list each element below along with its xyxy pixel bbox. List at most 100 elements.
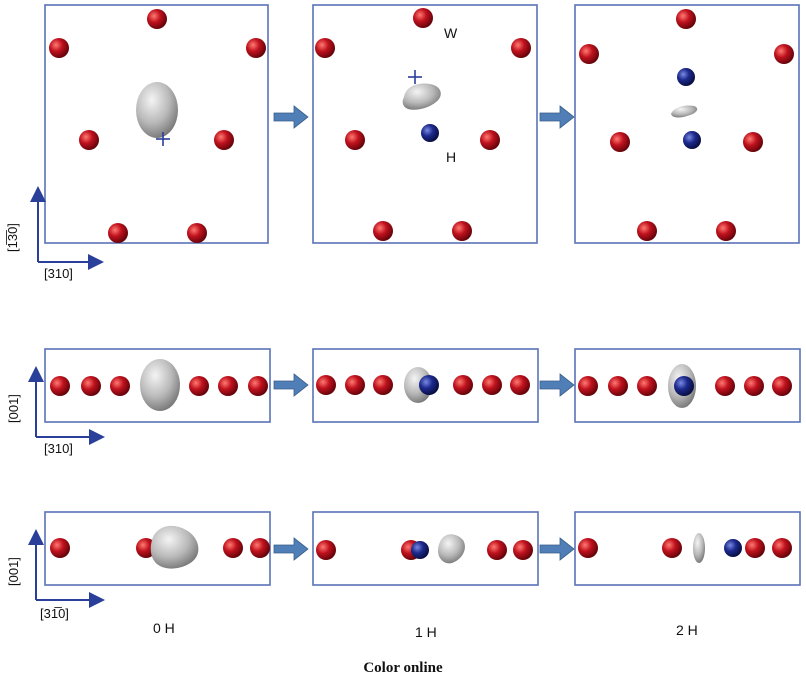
- tungsten-atom: [608, 376, 628, 396]
- tungsten-atom: [772, 376, 792, 396]
- axis-label-vertical-row1: [1̅3̅0]: [5, 223, 20, 252]
- tungsten-atom: [187, 223, 207, 243]
- vacancy-isosurface: [693, 533, 705, 563]
- frame-row2-0h: [44, 348, 271, 423]
- frame-row1-2h: [574, 4, 800, 244]
- tungsten-atom: [513, 540, 533, 560]
- tungsten-atom: [345, 130, 365, 150]
- site-marker-cross: [156, 132, 170, 146]
- tungsten-atom: [373, 221, 393, 241]
- tungsten-atom: [50, 376, 70, 396]
- tungsten-atom: [453, 375, 473, 395]
- hydrogen-atom: [677, 68, 695, 86]
- arrow-row3-b: [539, 537, 575, 561]
- axes-row3: [28, 529, 105, 608]
- hydrogen-atom: [421, 124, 439, 142]
- arrow-row3-a: [273, 537, 309, 561]
- frame-row3-2h: [574, 511, 801, 586]
- column-label-1h: 1 H: [415, 624, 437, 640]
- tungsten-atom: [413, 8, 433, 28]
- arrow-row1-a: [273, 105, 309, 129]
- tungsten-atom: [315, 38, 335, 58]
- tungsten-atom: [110, 376, 130, 396]
- tungsten-atom: [774, 44, 794, 64]
- vacancy-isosurface: [150, 525, 199, 569]
- tungsten-atom: [452, 221, 472, 241]
- tungsten-atom: [715, 376, 735, 396]
- frame-row1-0h: [44, 4, 269, 244]
- tungsten-atom: [189, 376, 209, 396]
- arrow-row2-a: [273, 373, 309, 397]
- tungsten-atom: [745, 538, 765, 558]
- row2-2h-panel: [578, 364, 792, 408]
- column-label-2h: 2 H: [676, 622, 698, 638]
- axis-label-horizontal-row1: [310]: [44, 266, 73, 281]
- site-marker-cross: [408, 70, 422, 84]
- tungsten-atom: [510, 375, 530, 395]
- row1-1h-panel: [315, 8, 531, 241]
- tungsten-atom: [345, 375, 365, 395]
- tungsten-atom: [49, 38, 69, 58]
- row1-2h-panel: [579, 9, 794, 241]
- tungsten-atom: [316, 375, 336, 395]
- tungsten-atom: [662, 538, 682, 558]
- tungsten-atom: [610, 132, 630, 152]
- axis-label-horizontal-row2: [310]: [44, 441, 73, 456]
- tungsten-atom: [744, 376, 764, 396]
- arrow-row2-b: [539, 373, 575, 397]
- frame-row1-1h: [312, 4, 538, 244]
- tungsten-atom: [147, 9, 167, 29]
- axis-label-horizontal-row3: [31̅0]: [40, 606, 69, 621]
- hydrogen-atom: [419, 375, 439, 395]
- frame-row2-1h: [312, 348, 539, 423]
- tungsten-atom: [214, 130, 234, 150]
- frame-row3-0h: [44, 511, 271, 586]
- tungsten-atom: [511, 38, 531, 58]
- hydrogen-atom: [724, 539, 742, 557]
- row2-1h-panel: [316, 367, 530, 403]
- column-label-0h: 0 H: [153, 620, 175, 636]
- hydrogen-atom: [411, 541, 429, 559]
- row1-0h-panel: [49, 9, 266, 243]
- frames: [44, 4, 801, 586]
- tungsten-atom: [246, 38, 266, 58]
- arrow-row1-b: [539, 105, 575, 129]
- tungsten-atom: [79, 130, 99, 150]
- tungsten-atom: [223, 538, 243, 558]
- vacancy-isosurface: [140, 359, 180, 411]
- tungsten-atom: [578, 376, 598, 396]
- row3-2h-panel: [578, 533, 792, 563]
- tungsten-atom: [579, 44, 599, 64]
- axis-label-vertical-row3: [001]: [6, 557, 21, 586]
- tungsten-atom: [108, 223, 128, 243]
- vacancy-isosurface: [438, 534, 465, 564]
- tungsten-atom: [81, 376, 101, 396]
- vacancy-isosurface: [671, 105, 698, 118]
- transition-arrows: [273, 105, 575, 561]
- tungsten-atom: [637, 376, 657, 396]
- tungsten-atom: [250, 538, 270, 558]
- vacancy-isosurface: [402, 83, 441, 110]
- tungsten-atom: [676, 9, 696, 29]
- tungsten-atom: [772, 538, 792, 558]
- tungsten-atom: [482, 375, 502, 395]
- hydrogen-label: H: [446, 149, 457, 165]
- tungsten-atom: [743, 132, 763, 152]
- tungsten-atom: [50, 538, 70, 558]
- frame-row2-2h: [574, 348, 801, 423]
- row3-0h-panel: [50, 525, 270, 569]
- tungsten-atom: [716, 221, 736, 241]
- tungsten-atom: [218, 376, 238, 396]
- tungsten-atom: [637, 221, 657, 241]
- tungsten-label: W: [444, 25, 458, 41]
- frame-row3-1h: [312, 511, 539, 586]
- tungsten-atom: [480, 130, 500, 150]
- row3-1h-panel: [316, 534, 533, 564]
- tungsten-atom: [487, 540, 507, 560]
- row2-0h-panel: [50, 359, 268, 411]
- color-online-note: Color online: [363, 660, 443, 676]
- hydrogen-atom: [674, 376, 694, 396]
- tungsten-atom: [373, 375, 393, 395]
- axis-label-vertical-row2: [001]: [6, 394, 21, 423]
